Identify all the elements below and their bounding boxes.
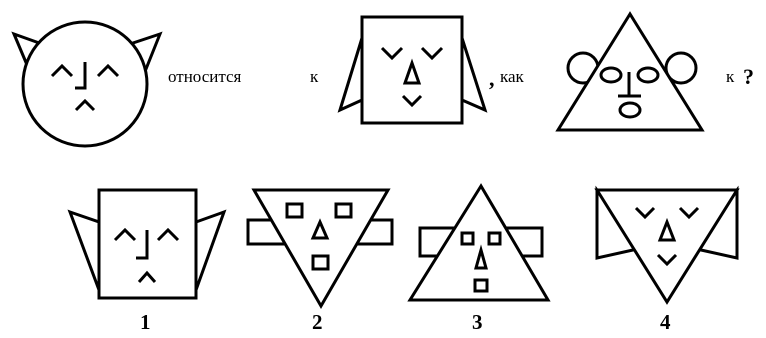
right-ear-icon (462, 38, 485, 110)
comma-text: , (489, 66, 495, 91)
left-ear-icon (70, 212, 99, 290)
to-text-2: к (726, 67, 735, 86)
option-1-number[interactable]: 1 (140, 310, 151, 334)
option-2-number[interactable]: 2 (312, 310, 323, 334)
figure-square-face (340, 17, 485, 123)
option-3-number[interactable]: 3 (472, 310, 483, 334)
option-2-figure[interactable] (248, 190, 392, 306)
option-4-number[interactable]: 4 (660, 310, 671, 334)
right-ear-icon (196, 212, 224, 290)
relates-to-text: относится (168, 67, 242, 86)
figure-circle-face (14, 22, 160, 146)
to-text-1: к (310, 67, 319, 86)
option-3-figure[interactable] (410, 186, 548, 300)
left-ear-icon (340, 38, 362, 110)
inverted-triangle-head (254, 190, 388, 306)
question-mark-text: ? (743, 64, 754, 89)
as-text: как (500, 67, 525, 86)
option-4-figure[interactable] (597, 190, 737, 302)
figure-triangle-face (558, 14, 702, 130)
option-1-figure[interactable] (70, 190, 224, 298)
